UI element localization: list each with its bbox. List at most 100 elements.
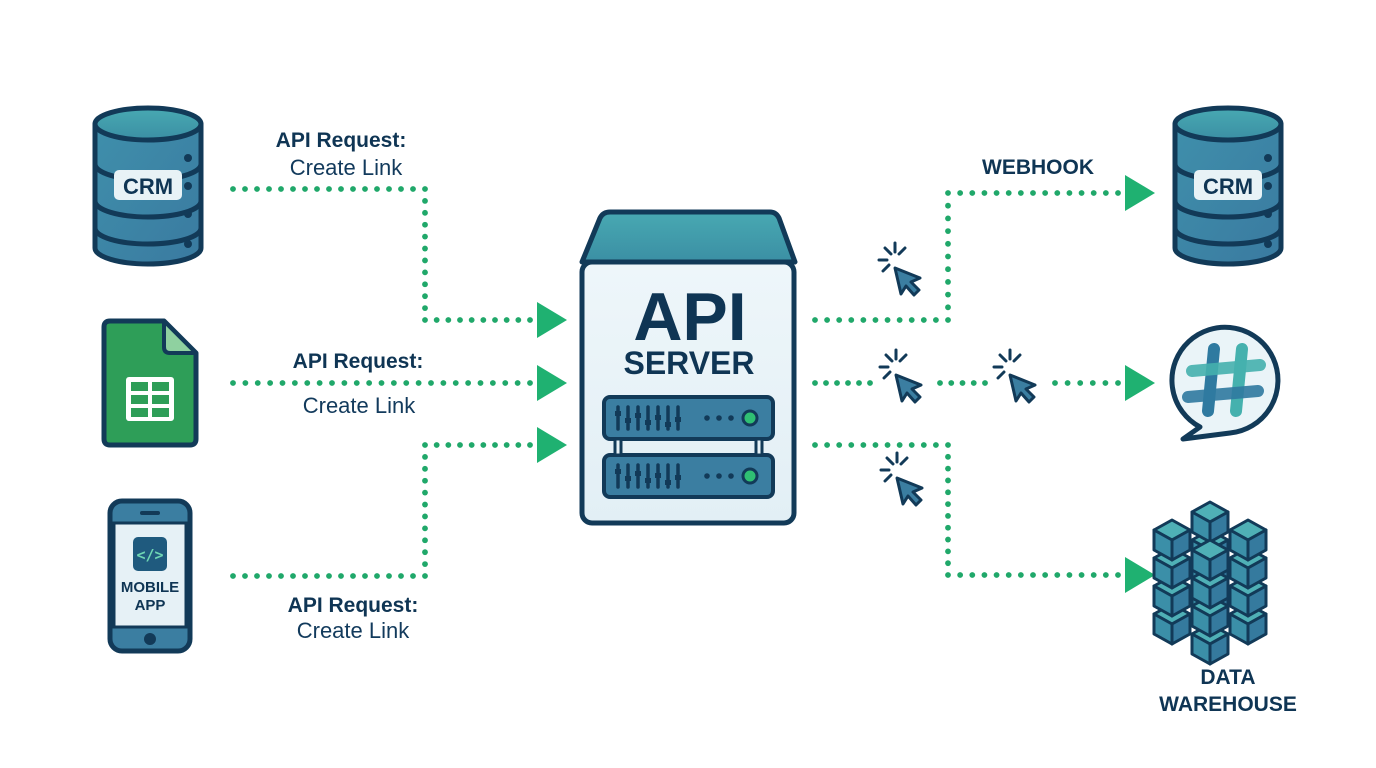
server-title: API — [633, 279, 746, 355]
path-dot — [452, 380, 459, 386]
path-dot — [860, 442, 867, 448]
dotted-path — [230, 442, 533, 579]
path-dot — [945, 536, 951, 543]
path-dot — [1102, 190, 1109, 196]
path-dot — [824, 317, 830, 323]
path-dot — [422, 293, 428, 300]
path-dot — [422, 209, 428, 216]
path-dot — [1054, 190, 1061, 196]
path-dot — [1017, 572, 1024, 578]
path-dot — [390, 380, 397, 386]
spreadsheet-source[interactable] — [101, 318, 199, 448]
path-dot — [230, 573, 236, 579]
path-dot — [908, 317, 915, 323]
path-dot — [480, 317, 487, 323]
path-dot — [326, 186, 332, 192]
path-dot — [1064, 380, 1071, 386]
path-dot — [527, 442, 533, 448]
status-light — [741, 409, 759, 427]
crm-destination-label: CRM — [1203, 174, 1253, 199]
path-dot — [422, 549, 428, 556]
arrow-head-icon — [537, 302, 567, 338]
crm-source[interactable]: CRM — [95, 108, 201, 264]
path-dot — [1030, 190, 1036, 196]
path-dot — [1078, 190, 1085, 196]
path-dot — [422, 233, 428, 240]
path-dot — [428, 380, 434, 386]
path-dot — [945, 240, 951, 247]
path-dot — [957, 190, 964, 196]
path-dot — [945, 202, 951, 209]
path-dot — [489, 380, 496, 386]
request-2-subtitle: Create Link — [303, 393, 417, 418]
path-dot — [422, 257, 428, 264]
path-dot — [812, 317, 818, 323]
request-1-title: API Request: — [276, 129, 407, 152]
path-dot — [908, 442, 915, 448]
path-dot — [945, 442, 951, 448]
path-dot — [433, 317, 440, 323]
path-dot — [1042, 190, 1049, 196]
path-dot — [836, 317, 843, 323]
mobile-app-label-line1: MOBILE — [121, 579, 179, 596]
click-cursor-icon — [879, 451, 924, 507]
path-dot — [1005, 572, 1012, 578]
path-dot — [398, 186, 404, 192]
path-dot — [503, 442, 510, 448]
warehouse-destination[interactable]: DATA WAREHOUSE — [1152, 500, 1297, 716]
path-dot — [872, 317, 879, 323]
path-dot — [933, 442, 939, 448]
path-dot — [338, 573, 344, 579]
path-dot — [527, 380, 533, 386]
path-dot — [867, 380, 873, 386]
path-dot — [1115, 380, 1121, 386]
path-dot — [1078, 572, 1085, 578]
api-server[interactable]: API SERVER — [579, 209, 798, 526]
request-2-title: API Request: — [293, 350, 424, 373]
status-light — [741, 467, 759, 485]
path-dot — [422, 186, 428, 192]
arrow-head-icon — [537, 365, 567, 401]
path-dot — [422, 537, 428, 544]
path-dot — [477, 380, 484, 386]
path-dot — [422, 513, 428, 520]
path-dot — [1066, 572, 1073, 578]
code-badge — [133, 537, 167, 571]
path-dot — [836, 442, 843, 448]
dotted-path — [230, 380, 533, 386]
path-dot — [945, 291, 951, 298]
path-dot — [1102, 572, 1109, 578]
path-dot — [937, 380, 943, 386]
path-dot — [350, 186, 356, 192]
server-rack-icon — [602, 395, 775, 499]
path-dot — [422, 465, 428, 472]
path-dot — [1090, 190, 1097, 196]
path-dot — [896, 442, 903, 448]
path-dot — [468, 317, 475, 323]
path-dot — [254, 573, 260, 579]
path-dot — [848, 317, 855, 323]
path-dot — [415, 380, 422, 386]
path-dot — [957, 572, 964, 578]
path-dot — [353, 380, 360, 386]
path-dot — [884, 317, 891, 323]
path-dot — [823, 380, 829, 386]
crm-destination[interactable]: CRM — [1175, 108, 1281, 264]
path-dot — [970, 380, 977, 386]
path-dot — [920, 317, 927, 323]
click-cursor-icon — [877, 241, 922, 297]
dotted-path — [812, 190, 1121, 323]
mobile-app-source[interactable]: </> MOBILE APP — [107, 498, 193, 654]
path-dot — [362, 573, 368, 579]
path-dot — [291, 380, 298, 386]
path-dot — [304, 380, 311, 386]
dotted-path — [812, 442, 1121, 578]
path-dot — [812, 380, 818, 386]
chat-destination[interactable] — [1169, 324, 1281, 442]
path-dot — [254, 380, 261, 386]
path-dot — [242, 573, 248, 579]
arrow-head-icon — [1125, 175, 1155, 211]
server-subtitle: SERVER — [623, 345, 754, 381]
path-dot — [1042, 572, 1049, 578]
path-dot — [945, 560, 951, 567]
